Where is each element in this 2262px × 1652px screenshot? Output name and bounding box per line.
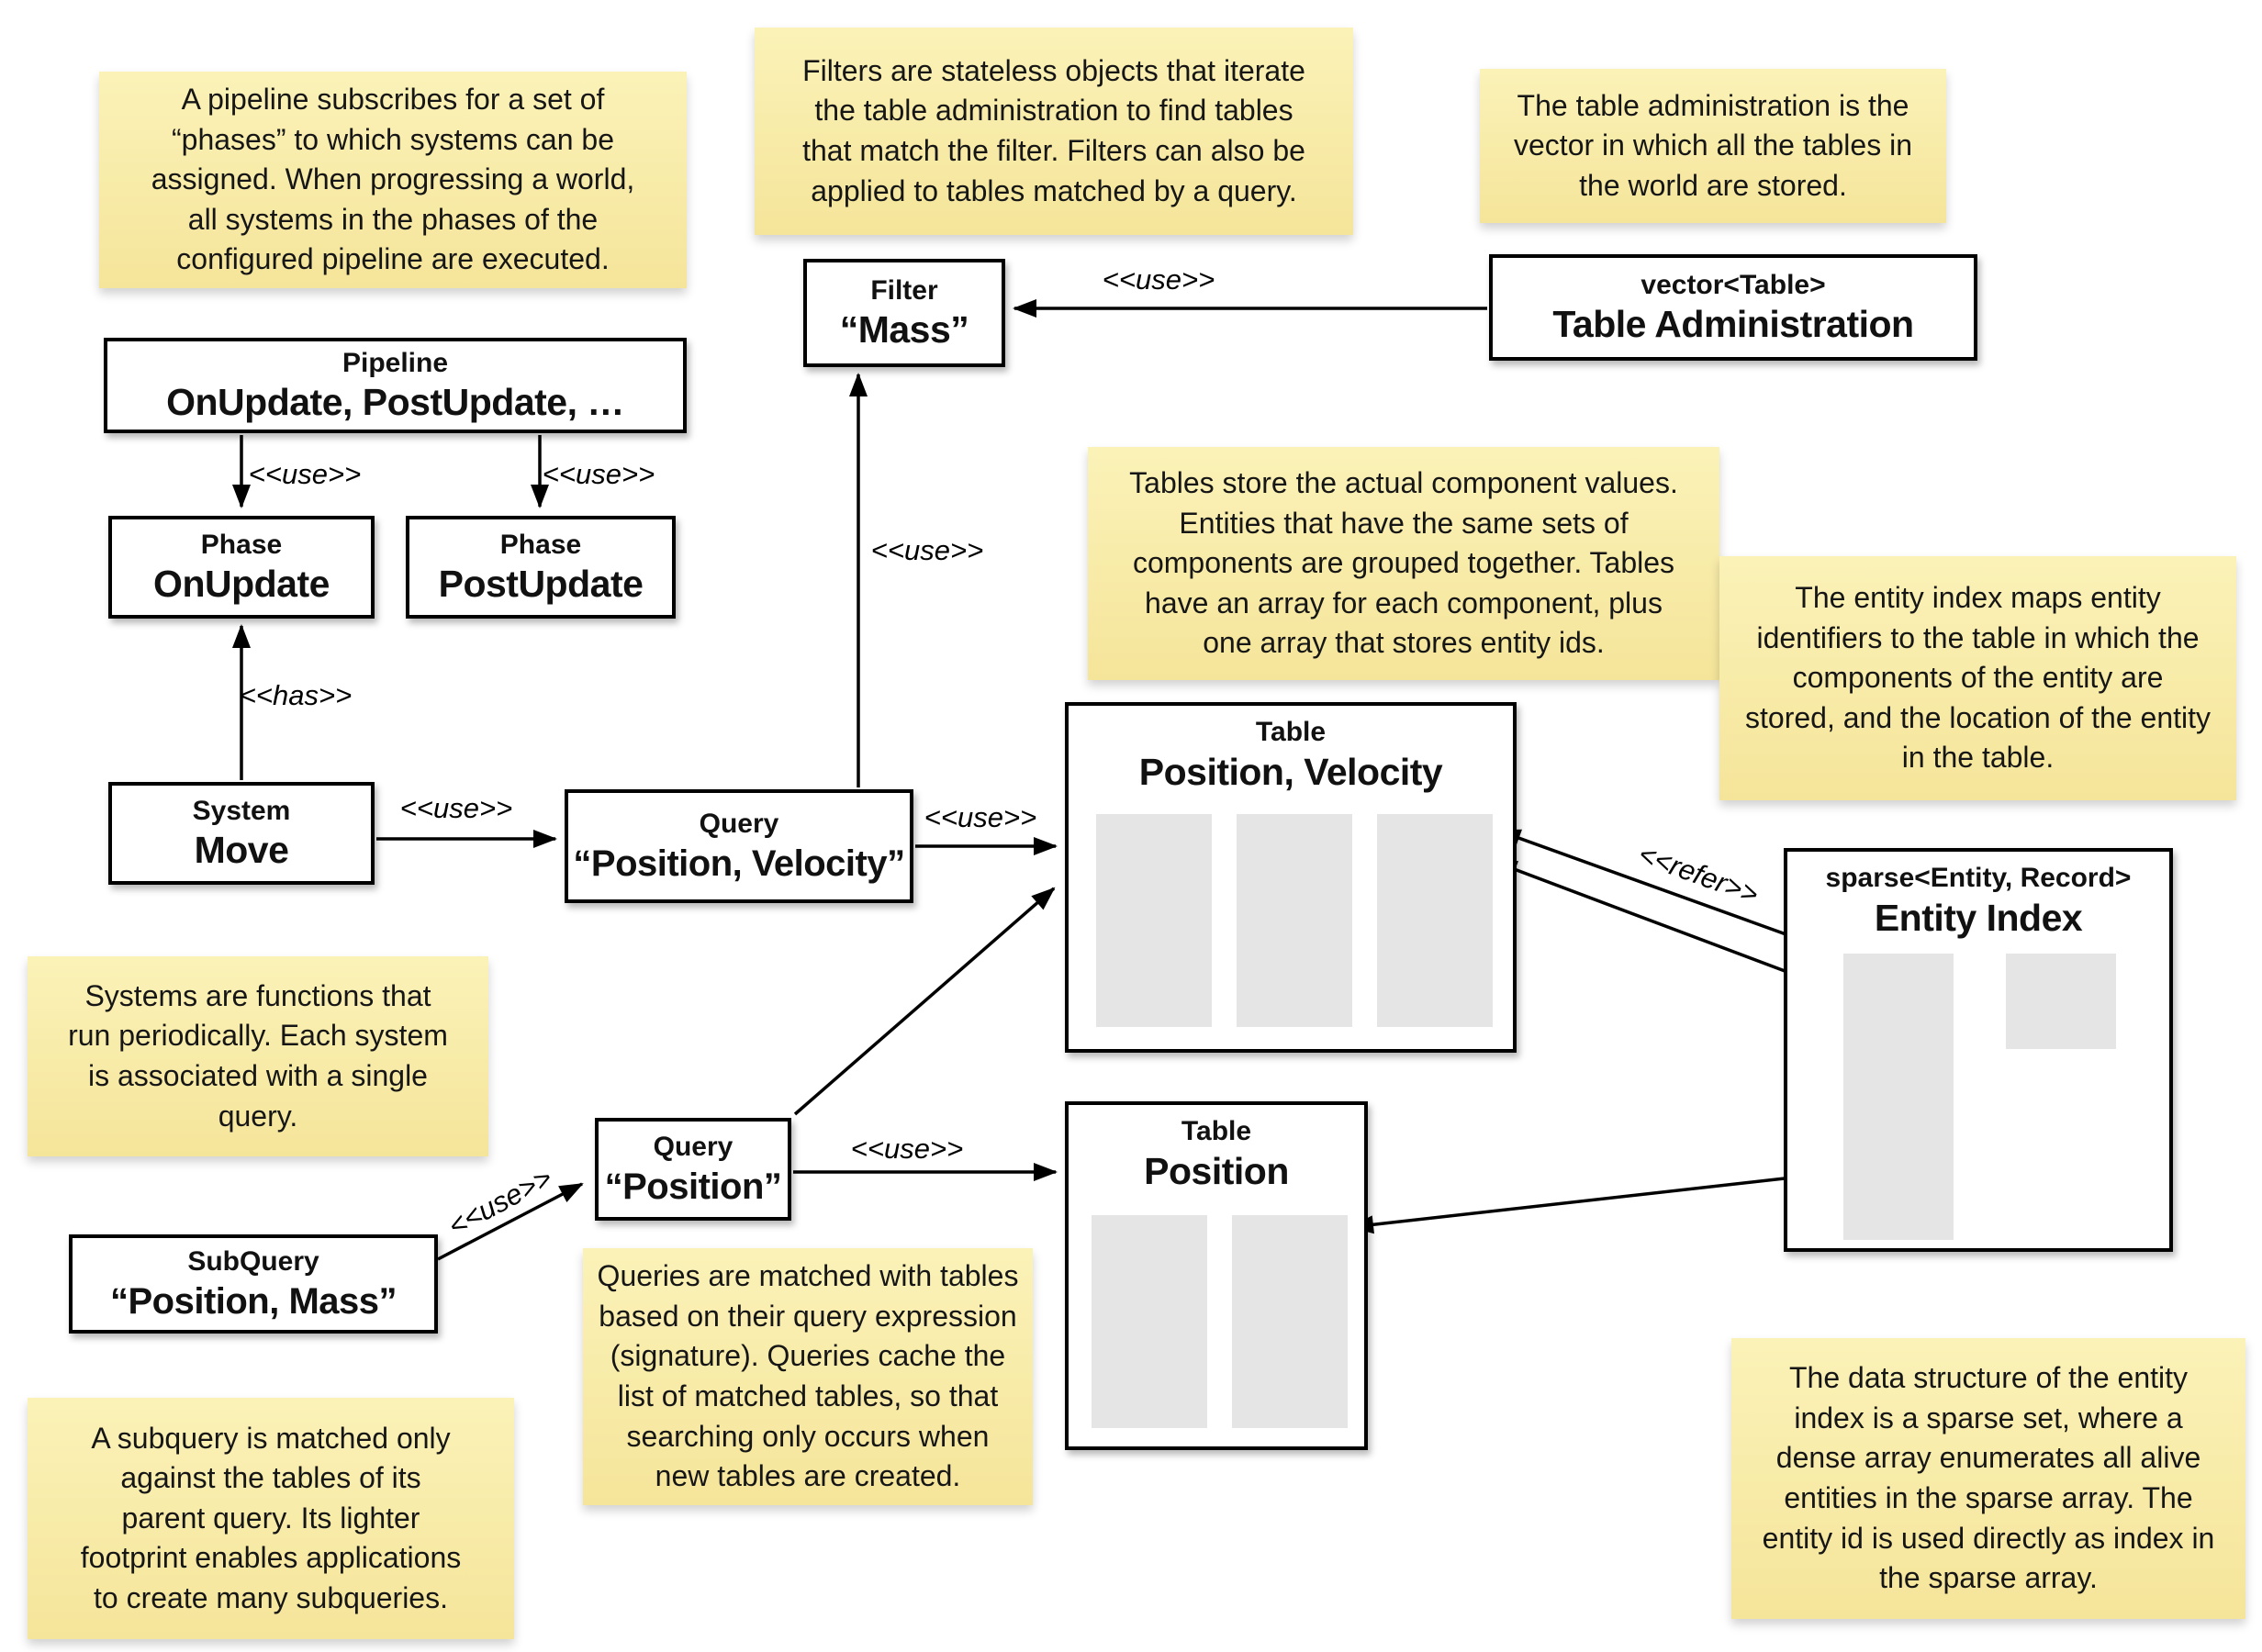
box-system-move-name: Move xyxy=(194,829,289,872)
use-label: <<use>> xyxy=(542,458,655,490)
use-label: <<use>> xyxy=(850,1133,964,1165)
box-query-position-type: Query xyxy=(653,1132,733,1163)
box-table-position-velocity: Table Position, Velocity xyxy=(1065,702,1517,1053)
use-label: <<use>> xyxy=(1102,263,1215,296)
box-system-move-type: System xyxy=(192,795,291,826)
note-tables: Tables store the actual component values… xyxy=(1088,447,1719,680)
use-label: <<use>> xyxy=(248,458,362,490)
use-label: <<use>> xyxy=(442,1161,558,1243)
box-query-position-velocity-name: “Position, Velocity” xyxy=(573,843,905,884)
box-system-move: System Move xyxy=(108,782,375,885)
box-entity-index-name: Entity Index xyxy=(1874,896,2083,939)
box-pipeline: Pipeline OnUpdate, PostUpdate, … xyxy=(104,338,687,433)
note-table-administration: The table administration is the vector i… xyxy=(1480,69,1946,223)
box-table-position-velocity-name: Position, Velocity xyxy=(1138,750,1443,793)
box-subquery-position-mass-type: SubQuery xyxy=(187,1246,319,1278)
box-table-administration-name: Table Administration xyxy=(1552,303,1914,346)
use-label: <<use>> xyxy=(399,792,513,824)
box-query-position-name: “Position” xyxy=(604,1166,782,1207)
box-phase-onupdate-type: Phase xyxy=(200,529,283,560)
arrow-querypos-use-tablepv xyxy=(793,887,1056,1116)
box-filter-mass-name: “Mass” xyxy=(839,308,969,352)
box-filter-mass-type: Filter xyxy=(870,274,938,306)
has-label: <<has>> xyxy=(239,679,353,711)
box-query-position-velocity: Query “Position, Velocity” xyxy=(565,789,913,903)
box-phase-postupdate: Phase PostUpdate xyxy=(406,516,676,619)
dense-array-block xyxy=(2006,954,2116,1049)
box-table-administration-type: vector<Table> xyxy=(1641,269,1826,300)
box-table-position-name: Position xyxy=(1144,1149,1289,1192)
box-phase-postupdate-type: Phase xyxy=(499,529,582,560)
box-table-position-velocity-type: Table xyxy=(1255,717,1327,747)
box-pipeline-name: OnUpdate, PostUpdate, … xyxy=(166,381,624,424)
box-entity-index-type: sparse<Entity, Record> xyxy=(1825,863,2132,893)
use-label: <<use>> xyxy=(870,534,984,566)
note-pipeline: A pipeline subscribes for a set of “phas… xyxy=(99,72,687,288)
box-phase-postupdate-name: PostUpdate xyxy=(438,563,644,606)
component-array-column xyxy=(1092,1215,1207,1428)
box-table-position-type: Table xyxy=(1181,1116,1252,1146)
note-queries: Queries are matched with tables based on… xyxy=(583,1248,1033,1505)
box-table-position: Table Position xyxy=(1065,1101,1368,1450)
component-array-column xyxy=(1096,814,1212,1027)
component-array-column xyxy=(1377,814,1493,1027)
use-label: <<use>> xyxy=(924,801,1037,833)
component-array-column xyxy=(1237,814,1352,1027)
note-entity-index: The entity index maps entity identifiers… xyxy=(1719,556,2236,800)
box-phase-onupdate: Phase OnUpdate xyxy=(108,516,375,619)
box-subquery-position-mass: SubQuery “Position, Mass” xyxy=(69,1234,438,1334)
arrow-entityindex-refer-tablepos xyxy=(1349,1170,1842,1234)
box-subquery-position-mass-name: “Position, Mass” xyxy=(109,1280,398,1322)
refer-label: <<refer>> xyxy=(1634,837,1764,911)
sparse-array-column xyxy=(1843,954,1954,1240)
component-array-column xyxy=(1232,1215,1348,1428)
box-query-position-velocity-type: Query xyxy=(699,809,779,840)
box-query-position: Query “Position” xyxy=(595,1118,791,1221)
box-entity-index: sparse<Entity, Record> Entity Index xyxy=(1784,848,2173,1252)
box-table-administration: vector<Table> Table Administration xyxy=(1489,254,1977,361)
box-filter-mass: Filter “Mass” xyxy=(803,259,1005,367)
box-phase-onupdate-name: OnUpdate xyxy=(153,563,330,606)
box-pipeline-type: Pipeline xyxy=(342,347,449,378)
note-systems: Systems are functions that run periodica… xyxy=(28,956,488,1156)
note-subquery: A subquery is matched only against the t… xyxy=(28,1398,514,1639)
note-filters: Filters are stateless objects that itera… xyxy=(755,28,1353,235)
note-sparse-set: The data structure of the entity index i… xyxy=(1731,1338,2245,1619)
